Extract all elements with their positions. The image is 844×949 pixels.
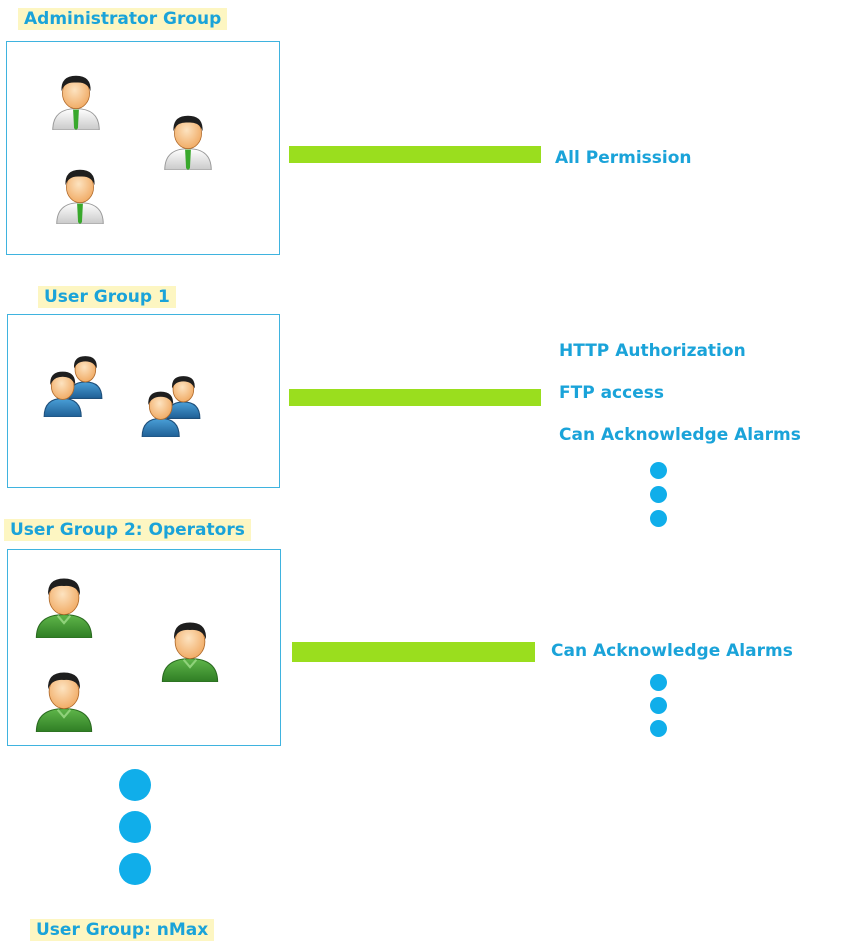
ellipsis-dot [650,674,667,691]
operator-icon [156,614,224,682]
more-groups-dot [119,769,151,801]
businessman-icon [157,108,219,170]
user-pair-icon [40,351,106,417]
user-group-nmax-label: User Group: nMax [30,919,215,941]
user-group-1-connector-bar [289,389,541,406]
permission-acknowledge-alarms: Can Acknowledge Alarms [559,425,801,445]
ellipsis-dot [650,697,667,714]
ellipsis-dot [650,720,667,737]
user-group-1-box [7,314,280,488]
permission-acknowledge-alarms: Can Acknowledge Alarms [551,641,793,661]
user-group-2-label: User Group 2: Operators [4,519,251,541]
user-group-2-connector-bar [292,642,535,662]
ellipsis-dot [650,510,667,527]
admin-connector-bar [289,146,541,163]
more-groups-dot [119,853,151,885]
user-group-1-label: User Group 1 [38,286,176,308]
ellipsis-dot [650,462,667,479]
admin-group-label: Administrator Group [18,8,228,30]
operator-icon [30,664,98,732]
user-pair-icon [138,371,204,437]
permission-ftp-access: FTP access [559,383,664,403]
user-group-2-box [7,549,281,746]
ellipsis-dot [650,486,667,503]
businessman-icon [49,162,111,224]
operator-icon [30,570,98,638]
more-groups-dot [119,811,151,843]
businessman-icon [45,68,107,130]
admin-group-box [6,41,280,255]
permission-all: All Permission [555,148,692,168]
permission-http-authorization: HTTP Authorization [559,341,746,361]
